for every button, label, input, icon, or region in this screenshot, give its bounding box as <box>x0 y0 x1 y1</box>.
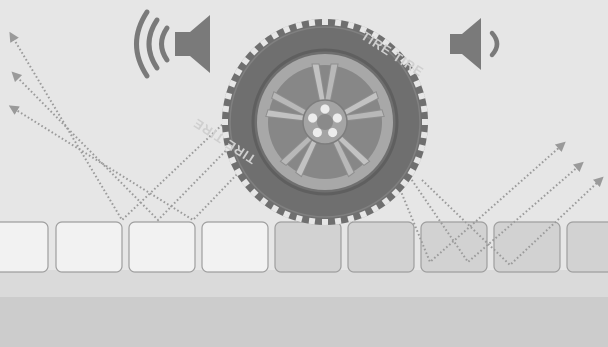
lug-nut <box>308 113 317 122</box>
lug-nut <box>328 128 337 137</box>
road-tile <box>202 222 268 272</box>
road-tile <box>129 222 195 272</box>
road-tile <box>567 222 608 272</box>
lug-nut <box>333 113 342 122</box>
lug-nut <box>313 128 322 137</box>
road-tile <box>56 222 122 272</box>
road-tile <box>494 222 560 272</box>
tire: TIRE TIRE TIRE TIRE <box>190 16 431 228</box>
road-tiles <box>0 222 608 272</box>
road-tile <box>275 222 341 272</box>
lug-nut <box>320 104 329 113</box>
speaker-quiet-icon <box>450 18 497 70</box>
road-tile <box>0 222 48 272</box>
road-tile <box>348 222 414 272</box>
road-tile <box>421 222 487 272</box>
speaker-loud-icon <box>137 12 211 76</box>
center-cap <box>317 114 333 130</box>
road-base <box>0 297 608 347</box>
road-surface <box>0 270 608 297</box>
